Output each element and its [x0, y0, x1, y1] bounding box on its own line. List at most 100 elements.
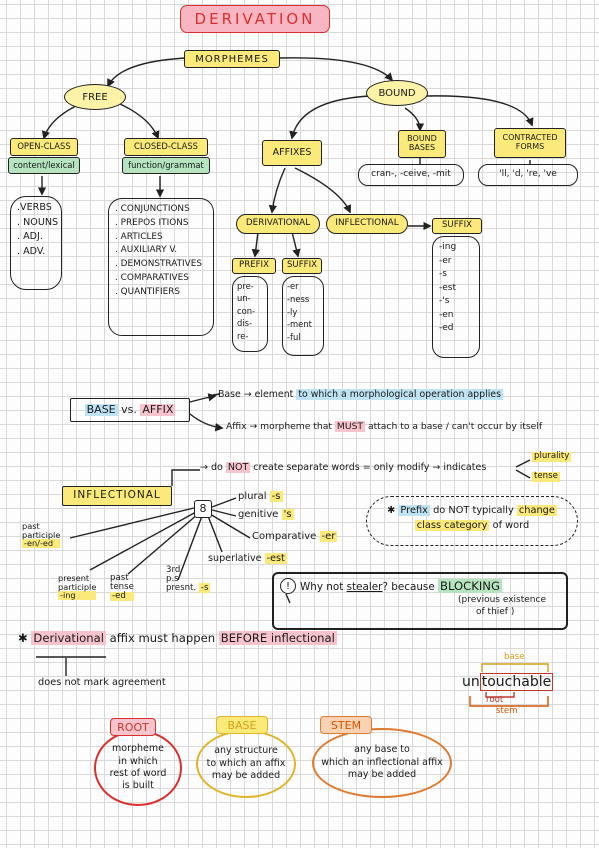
list-item: . AUXILIARY V. — [115, 245, 178, 256]
base-def-line: to which an affix — [206, 757, 286, 769]
blocking-c: ? because — [382, 581, 435, 593]
affix-term: AFFIX — [140, 402, 176, 417]
list-item: .VERBS — [17, 202, 52, 213]
exclamation-icon: ! — [280, 578, 296, 594]
open-class-list: .VERBS . NOUNS . ADJ. . ADV. — [10, 196, 62, 290]
contracted-forms-node: CONTRACTED FORMS — [494, 128, 566, 158]
order-rule-derivational: Derivational — [31, 631, 106, 645]
prefix-note-change: change — [516, 505, 557, 516]
list-item: -ed — [439, 323, 454, 333]
untouchable-stem-label: stem — [496, 706, 518, 716]
root-def-line: is built — [122, 780, 154, 792]
blocking-note: Why not stealer? because BLOCKING (previ… — [272, 572, 568, 630]
genitive-suffix: 's — [281, 509, 294, 520]
pres3-c: presnt. — [166, 583, 197, 594]
blocking-stealer: stealer — [346, 581, 383, 593]
past-tense-suffix: -ed — [110, 592, 134, 602]
infl-present-participle: present participle -ing — [58, 574, 97, 600]
base-def-element: element — [254, 389, 294, 400]
bound-bases-examples: cran-, -ceive, -mit — [358, 164, 464, 186]
prefix-list: pre- un- con- dis- re- — [232, 276, 268, 352]
past-tense-a: past — [110, 573, 129, 583]
infl-superlative: superlative -est — [208, 553, 287, 564]
affix-def-a: morpheme that — [260, 421, 332, 432]
stem-def-line: any base to — [354, 744, 410, 756]
bound-node: BOUND — [366, 80, 428, 106]
past-tense-b: tense — [110, 582, 134, 593]
free-node: FREE — [64, 84, 126, 110]
base-def-lead: Base → — [218, 389, 252, 400]
untouchable-prefix: un — [462, 674, 480, 690]
root-def-line: rest of word — [109, 768, 167, 779]
infl-note-text: create separate words = only modify → in… — [253, 462, 487, 473]
derivational-node: DERIVATIONAL — [236, 214, 320, 234]
base-def-rest: to which a morphological operation appli… — [296, 389, 503, 400]
untouchable-base-label: base — [504, 652, 525, 662]
vs-text: vs. — [121, 402, 137, 416]
agreement-note: does not mark agreement — [38, 677, 166, 688]
closed-class-sub: function/grammat — [122, 157, 210, 174]
bound-bases-node: BOUND BASES — [398, 130, 446, 158]
genitive-text: genitive — [238, 509, 279, 520]
plural-suffix: -s — [269, 491, 283, 502]
list-item: -est — [439, 282, 457, 293]
root-definition: morpheme in which rest of word is built — [94, 730, 182, 806]
base-definition-oval: any structure to which an affix may be a… — [196, 730, 296, 798]
infl-plural: plural -s — [238, 491, 283, 503]
inflectional-count: 8 — [194, 500, 212, 518]
suffix-label: SUFFIX — [282, 258, 322, 274]
base-label: BASE — [216, 716, 268, 734]
affix-definition: Affix → morpheme that MUST attach to a b… — [226, 421, 542, 433]
closed-class-label: CLOSED-CLASS — [124, 138, 208, 156]
list-item: -'s — [439, 296, 450, 306]
infl-3rd-person: 3rd p.s presnt. -s — [166, 565, 211, 594]
list-item: . NOUNS — [17, 216, 59, 228]
open-class-label: OPEN-CLASS — [10, 138, 78, 156]
closed-class-list: . CONJUNCTIONS . PREPOS ITIONS . ARTICLE… — [108, 198, 214, 336]
base-def-line: any structure — [214, 745, 278, 757]
prefix-note-term: Prefix — [398, 505, 430, 516]
list-item: -ly — [287, 306, 298, 317]
infl-genitive: genitive 's — [238, 509, 294, 521]
affix-def-must: MUST — [334, 421, 366, 432]
prefix-label: PREFIX — [232, 258, 276, 274]
root-def-line: morpheme — [112, 743, 164, 755]
superlative-suffix: -est — [264, 553, 287, 564]
base-vs-affix-box: BASE vs. AFFIX — [70, 398, 190, 422]
list-item: . DEMONSTRATIVES — [115, 259, 202, 270]
pres3-suffix: -s — [198, 583, 211, 594]
contracted-forms-examples: 'll, 'd, 're, 've — [478, 164, 578, 186]
list-item: -er — [439, 255, 452, 266]
pres3-a: 3rd — [166, 565, 181, 575]
plurality-label: plurality — [532, 451, 572, 462]
infl-note-lead: → do — [200, 462, 223, 473]
list-item: . ADV. — [17, 245, 46, 257]
blocking-f: of thief ) — [476, 606, 515, 617]
comparative-text: Comparative — [252, 531, 317, 542]
list-item: -ful — [287, 332, 301, 343]
tense-label: tense — [532, 471, 560, 482]
root-def-line: in which — [118, 755, 158, 767]
order-rule-before: BEFORE inflectional — [218, 631, 337, 645]
blocking-term: BLOCKING — [438, 579, 502, 593]
list-item: -ing — [439, 242, 457, 252]
page-title: DERIVATION — [180, 5, 330, 33]
stem-def-line: may be added — [347, 769, 417, 781]
root-label: ROOT — [110, 718, 156, 736]
list-item: -s — [439, 269, 447, 279]
list-item: dis- — [237, 318, 253, 329]
stem-def-line: which an inflectional affix — [321, 756, 443, 768]
past-part-b: participle — [22, 529, 61, 540]
list-item: pre- — [237, 281, 254, 291]
pres3-b: p.s — [166, 574, 179, 585]
list-item: -er — [287, 281, 299, 291]
prefix-note-e: of word — [492, 520, 530, 532]
list-item: . CONJUNCTIONS — [115, 204, 190, 214]
base-def-line: may be added — [211, 770, 281, 782]
stem-definition: any base to which an inflectional affix … — [312, 728, 452, 798]
affix-def-lead: Affix → — [226, 421, 258, 432]
list-item: -ness — [287, 293, 310, 304]
list-item: . ADJ. — [17, 231, 43, 243]
